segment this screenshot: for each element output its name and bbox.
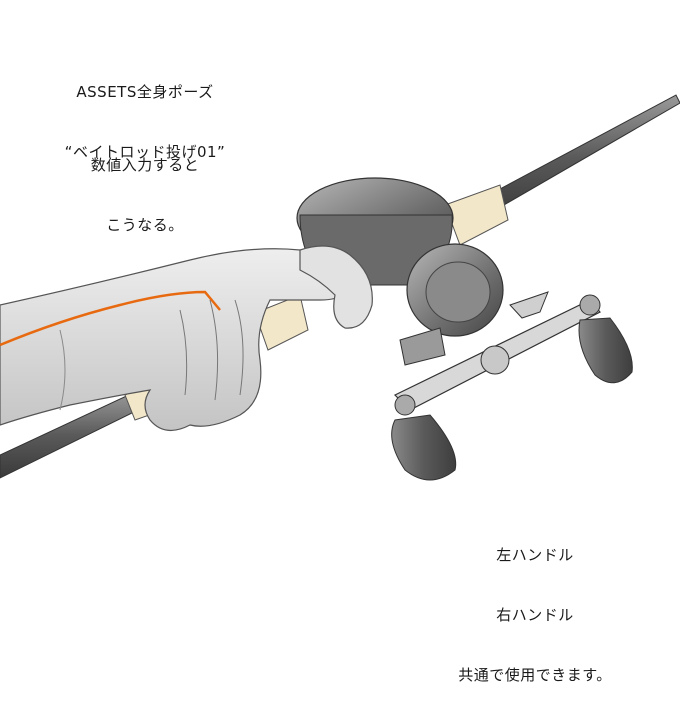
rod-reel-hand-illustration <box>0 94 680 481</box>
caption-line-input: 数値入力すると <box>90 156 200 174</box>
caption-line-result: こうなる。 <box>106 216 184 234</box>
caption-note: 数値入力すると こうなる。 <box>30 115 260 255</box>
caption-line-pose-name: “ベイトロッド投げ01” <box>64 143 226 161</box>
caption-line-assets: ASSETS全身ポーズ <box>76 83 214 101</box>
caption-line-common: 共通で使用できます。 <box>458 666 612 684</box>
caption-line-left-handle: 左ハンドル <box>496 546 574 564</box>
hand-illustration <box>0 245 373 431</box>
caption-title: ASSETS全身ポーズ “ベイトロッド投げ01” <box>30 42 260 182</box>
rod-illustration <box>0 94 680 479</box>
